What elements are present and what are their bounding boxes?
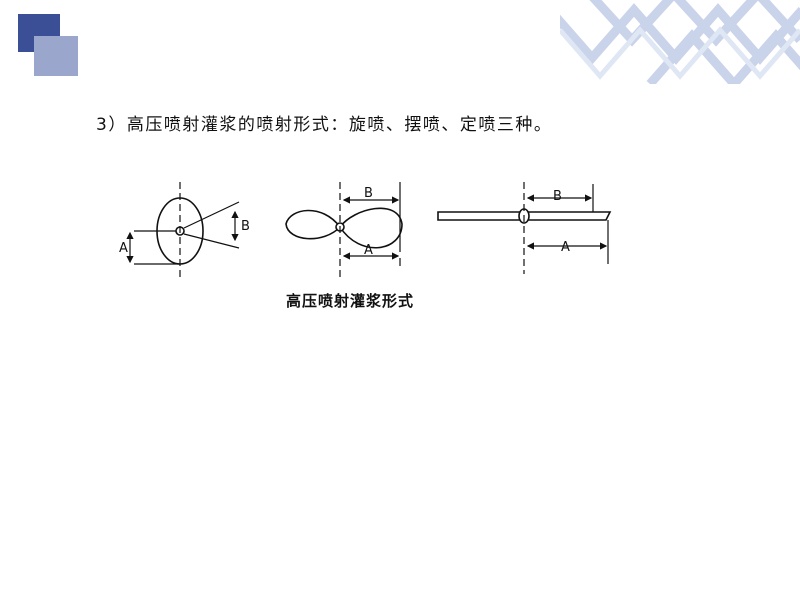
jet-grouting-figure: A B B A B A [119,182,612,278]
swing-label-b: B [364,186,373,201]
swing-jet-diagram [285,182,403,278]
corner-chevron-decoration [560,0,800,84]
rotary-label-b: B [241,219,250,234]
rotary-label-a: A [119,241,128,256]
swing-label-a: A [364,243,373,258]
fixed-jet-diagram [437,182,612,274]
fixed-label-a: A [561,240,570,255]
rotary-jet-diagram [126,182,240,278]
figure-caption: 高压喷射灌浆形式 [286,292,415,310]
page-heading: 3）高压喷射灌浆的喷射形式：旋喷、摆喷、定喷三种。 [96,115,553,135]
fixed-label-b: B [553,189,562,204]
accent-square-light [34,36,78,76]
